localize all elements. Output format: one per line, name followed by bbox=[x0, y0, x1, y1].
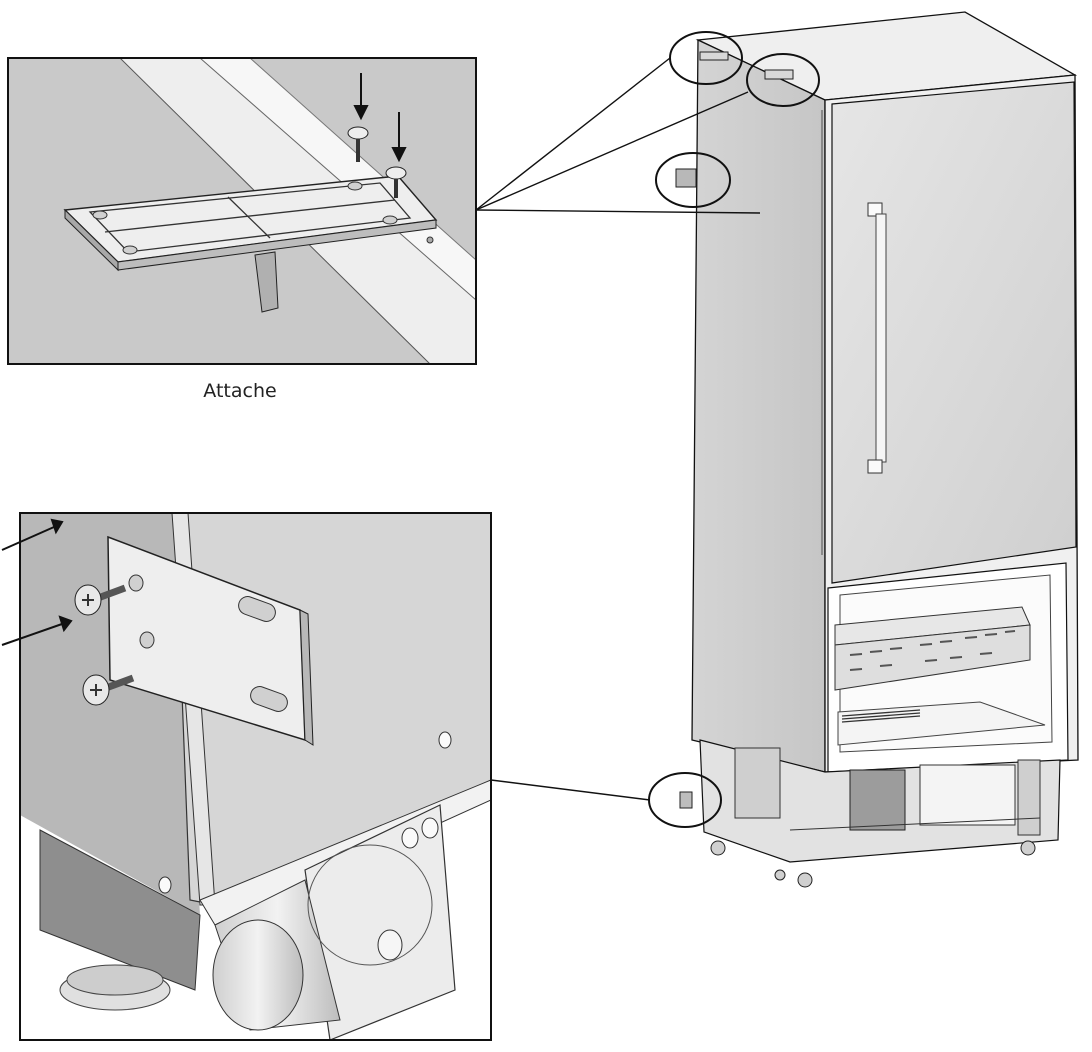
screw-icon bbox=[347, 126, 369, 162]
arrow-down-icon bbox=[391, 112, 407, 163]
freezer-drawer bbox=[827, 562, 1069, 773]
bottom-bracket-detail bbox=[1, 512, 492, 1041]
arrow-icon bbox=[1, 518, 64, 551]
arrow-icon bbox=[1, 615, 73, 646]
screw-icon bbox=[82, 674, 135, 706]
detail-caption: Attache bbox=[203, 380, 277, 402]
caster-wheel bbox=[212, 844, 433, 1031]
leader-lines bbox=[475, 57, 761, 801]
refrigerator bbox=[675, 11, 1079, 888]
arrow-down-icon bbox=[353, 73, 369, 121]
screw-icon bbox=[74, 584, 127, 616]
top-bracket-detail bbox=[7, 57, 477, 365]
refrigerator-base bbox=[699, 739, 1061, 888]
mounting-plate bbox=[107, 535, 314, 746]
screw-icon bbox=[385, 166, 407, 198]
door-handle bbox=[867, 202, 887, 474]
